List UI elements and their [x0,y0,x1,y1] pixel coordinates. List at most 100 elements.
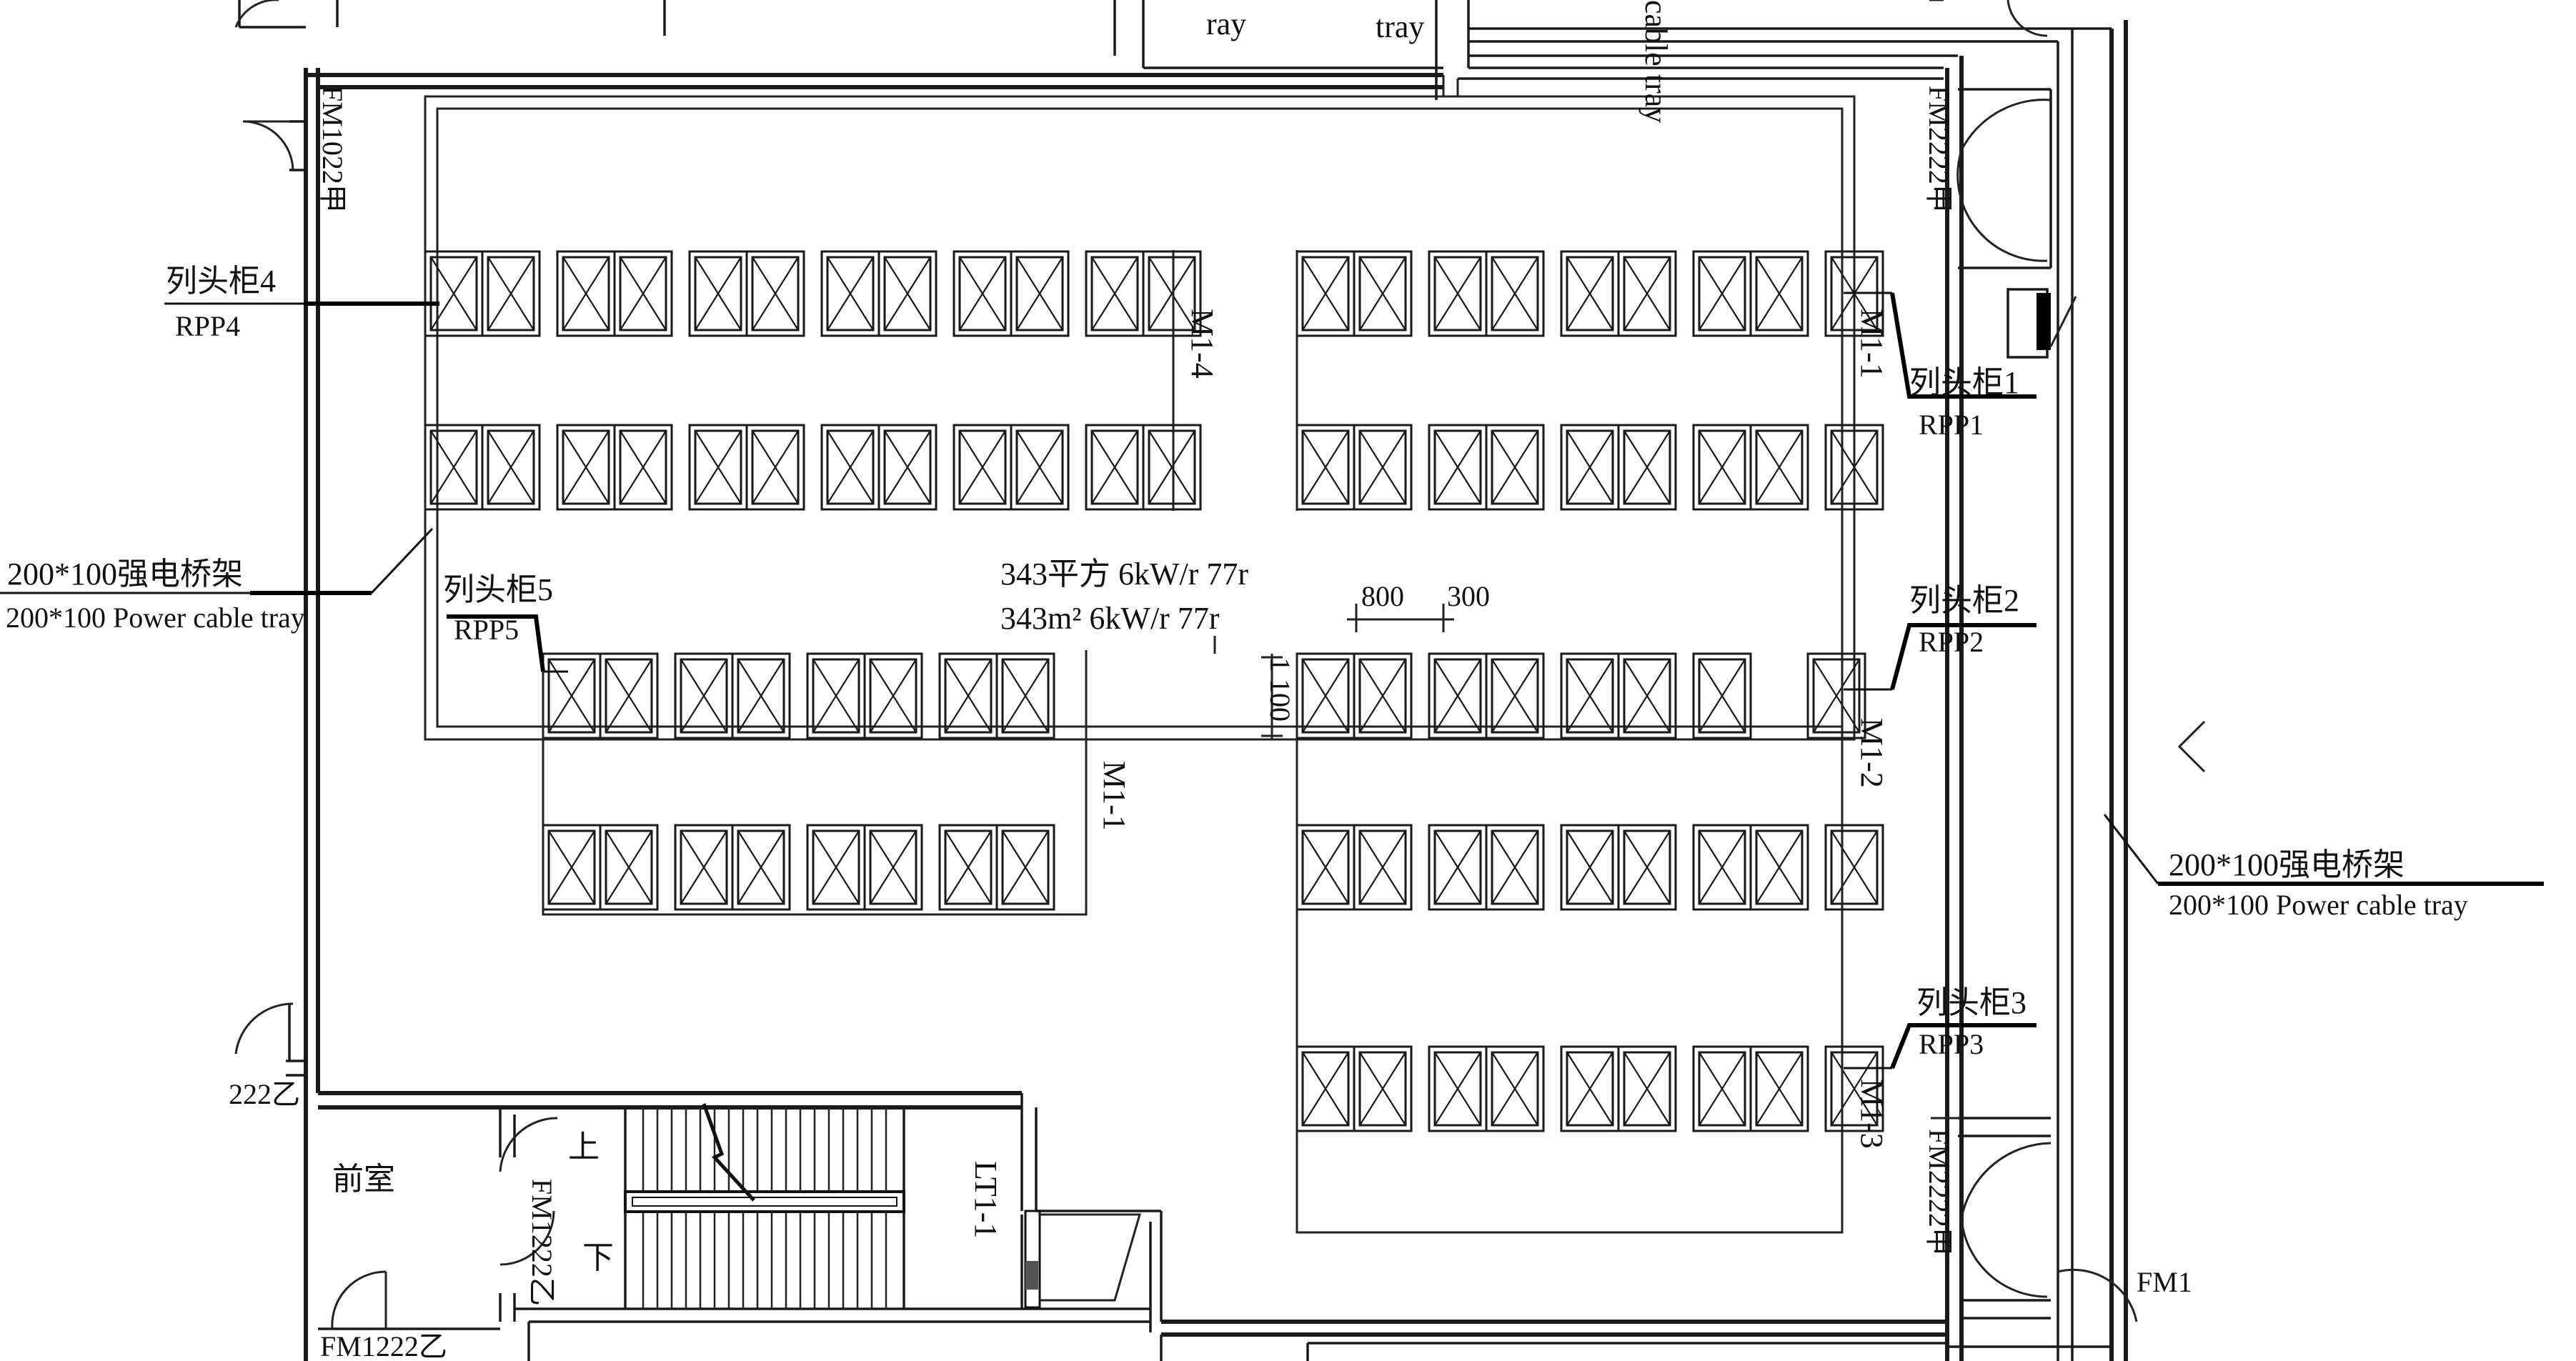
rack-unit [820,424,880,511]
rack-unit [806,824,866,911]
tray-label-ray: ray [1206,6,1246,41]
rack-unit [599,824,659,911]
rack-unit [1692,424,1752,511]
rack-unit [1749,250,1809,337]
rpp2-label-cn: 列头柜2 [1909,583,2019,618]
rpp1-label-en: RPP1 [1919,409,1984,441]
dimension-300: 300 [1447,580,1490,612]
rack-unit [1560,424,1620,511]
rack-unit [806,652,866,739]
rack-unit [1692,824,1752,911]
rack-unit [1010,250,1070,337]
rack-unit [745,424,805,511]
door-label-222: 222乙 [229,1078,300,1110]
door-label-fm1: FM1 [2137,1266,2192,1298]
rack-unit [1692,652,1752,739]
rack-unit [1428,652,1488,739]
rack-unit [1010,424,1070,511]
rack-unit [1353,250,1413,337]
rack-unit [1428,1045,1488,1132]
rack-unit [1692,1045,1752,1132]
rack-unit [863,652,923,739]
rack-unit [1428,824,1488,911]
dimension-1100: 1 100 [1264,657,1296,722]
rack-unit [1824,1045,1884,1132]
rack-unit [1296,424,1356,511]
rpp3-label-en: RPP3 [1919,1028,1984,1060]
rack-unit [1353,652,1413,739]
rack-unit [424,250,484,337]
rack-unit [1428,424,1488,511]
tray-left-label-cn: 200*100强电桥架 [7,557,243,592]
stair-down-label: 下 [582,1240,614,1275]
rack-unit [542,824,602,911]
rack-unit [556,250,616,337]
rack-unit [1560,250,1620,337]
area-label-cn: 343平方 6kW/r 77r [1000,557,1248,592]
rack-unit [613,250,673,337]
elevator-label: LT1-1 [968,1161,1003,1238]
leader-lines [0,291,2544,1070]
stair-up-label: 上 [568,1130,600,1165]
rack-unit [938,824,998,911]
rpp3-label-cn: 列头柜3 [1916,985,2027,1020]
rack-unit [1806,652,1866,739]
rack-unit [613,424,673,511]
rack-unit [674,652,734,739]
rack-unit [1617,1045,1677,1132]
rpp5-label-en: RPP5 [454,614,519,646]
rack-unit [688,250,748,337]
rack-unit [953,250,1013,337]
staircase [624,1103,1141,1309]
rack-unit [1353,824,1413,911]
rack-unit [1296,824,1356,911]
door-swings [234,0,2138,1330]
door-label-fm2222-top: FM2222甲 [1923,86,1955,213]
row-label-m1-1-top: M1-1 [1854,309,1889,379]
door-label-fm1222-bottom: FM1222乙 [320,1330,447,1361]
rack-unit [877,250,938,337]
rack-unit [1560,824,1620,911]
drawing-labels: ray tray cable tray FM1022甲 FM2222甲 FM22… [6,0,2468,1361]
rack-unit [542,652,602,739]
area-label-en: 343m² 6kW/r 77r [1000,601,1220,636]
rack-unit [1692,250,1752,337]
rack-unit [820,250,880,337]
dimension-800: 800 [1361,580,1404,612]
rack-unit [1617,250,1677,337]
row-brackets [424,250,1844,1150]
rack-unit [1824,824,1884,911]
rpp5-label-cn: 列头柜5 [443,572,553,607]
rack-unit [731,652,791,739]
row-label-m1-2: M1-2 [1854,718,1889,788]
door-label-fm1022: FM1022甲 [317,86,349,213]
rack-unit [1485,424,1545,511]
rack-unit [745,250,805,337]
tray-right-label-cn: 200*100强电桥架 [2169,847,2405,882]
rack-unit [1749,824,1809,911]
rpp1-label-cn: 列头柜1 [1909,365,2019,400]
tray-label-vertical: cable tray [1638,0,1674,123]
rack-unit [1296,1045,1356,1132]
row-label-m1-4: M1-4 [1185,309,1220,379]
rack-unit [1824,424,1884,511]
tray-label-tray: tray [1376,9,1424,44]
rack-unit [424,424,484,511]
rack-unit [1617,824,1677,911]
rack-unit [1353,424,1413,511]
rack-unit [953,424,1013,511]
rack-unit [877,424,938,511]
rpp4-label-cn: 列头柜4 [166,264,276,299]
row-label-m1-1-left: M1-1 [1097,761,1132,831]
rack-unit [1085,250,1145,337]
rack-unit [599,652,659,739]
rack-unit [1617,652,1677,739]
rack-unit [995,652,1055,739]
rack-unit [863,824,923,911]
rack-unit [1485,1045,1545,1132]
rack-unit [1485,824,1545,911]
rpp4-label-en: RPP4 [175,310,240,342]
rack-unit [1485,250,1545,337]
anteroom-label: 前室 [332,1162,395,1197]
